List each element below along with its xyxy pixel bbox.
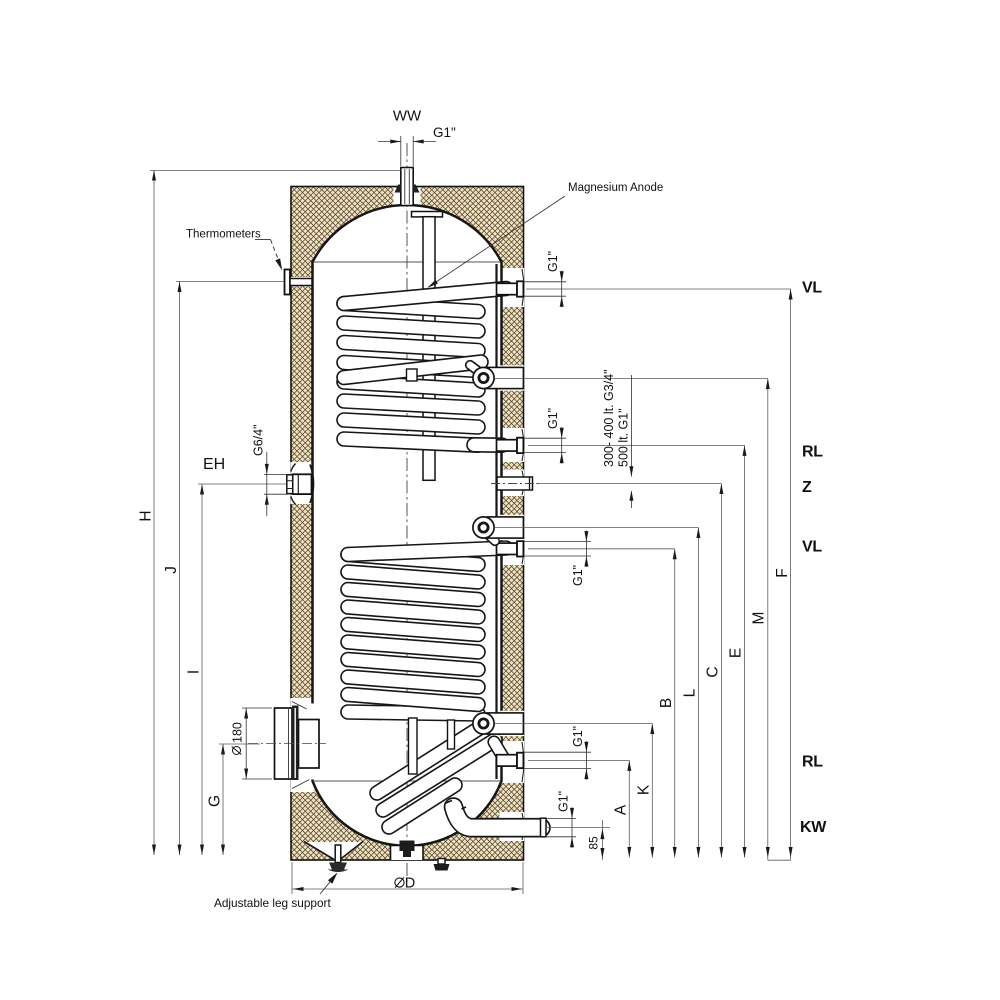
svg-text:KW: KW [800,819,827,836]
svg-text:500 lt. G1": 500 lt. G1" [617,408,631,467]
svg-text:Thermometers: Thermometers [186,229,261,241]
svg-text:VL: VL [802,539,822,556]
svg-text:RL: RL [802,444,823,461]
svg-text:A: A [613,804,630,815]
svg-text:D: D [405,876,415,892]
svg-text:F: F [774,568,791,577]
svg-text:300- 400 lt. G3/4": 300- 400 lt. G3/4" [602,369,616,467]
svg-text:RL: RL [802,754,823,771]
svg-text:G1": G1" [546,408,560,429]
svg-text:K: K [636,784,653,795]
svg-text:B: B [658,698,675,708]
svg-text:G1": G1" [571,565,585,586]
svg-text:G6/4": G6/4" [251,424,265,456]
svg-text:Magnesium Anode: Magnesium Anode [568,182,663,194]
svg-text:Adjustable leg support: Adjustable leg support [214,896,331,910]
svg-text:Z: Z [802,479,812,496]
svg-text:WW: WW [393,108,422,125]
svg-text:G: G [207,795,224,807]
svg-text:L: L [682,688,699,697]
svg-text:VL: VL [802,280,822,297]
svg-text:G1": G1" [546,251,560,272]
svg-text:H: H [138,510,155,521]
svg-text:M: M [751,612,768,625]
svg-text:180: 180 [231,722,245,743]
svg-text:I: I [186,670,203,674]
svg-text:C: C [705,666,722,677]
svg-text:J: J [163,566,180,574]
svg-text:85: 85 [587,836,601,850]
svg-text:E: E [728,648,745,658]
svg-text:G1": G1" [557,791,571,812]
svg-text:EH: EH [203,456,225,473]
svg-text:G1": G1" [571,726,585,747]
svg-text:G1": G1" [433,125,456,140]
